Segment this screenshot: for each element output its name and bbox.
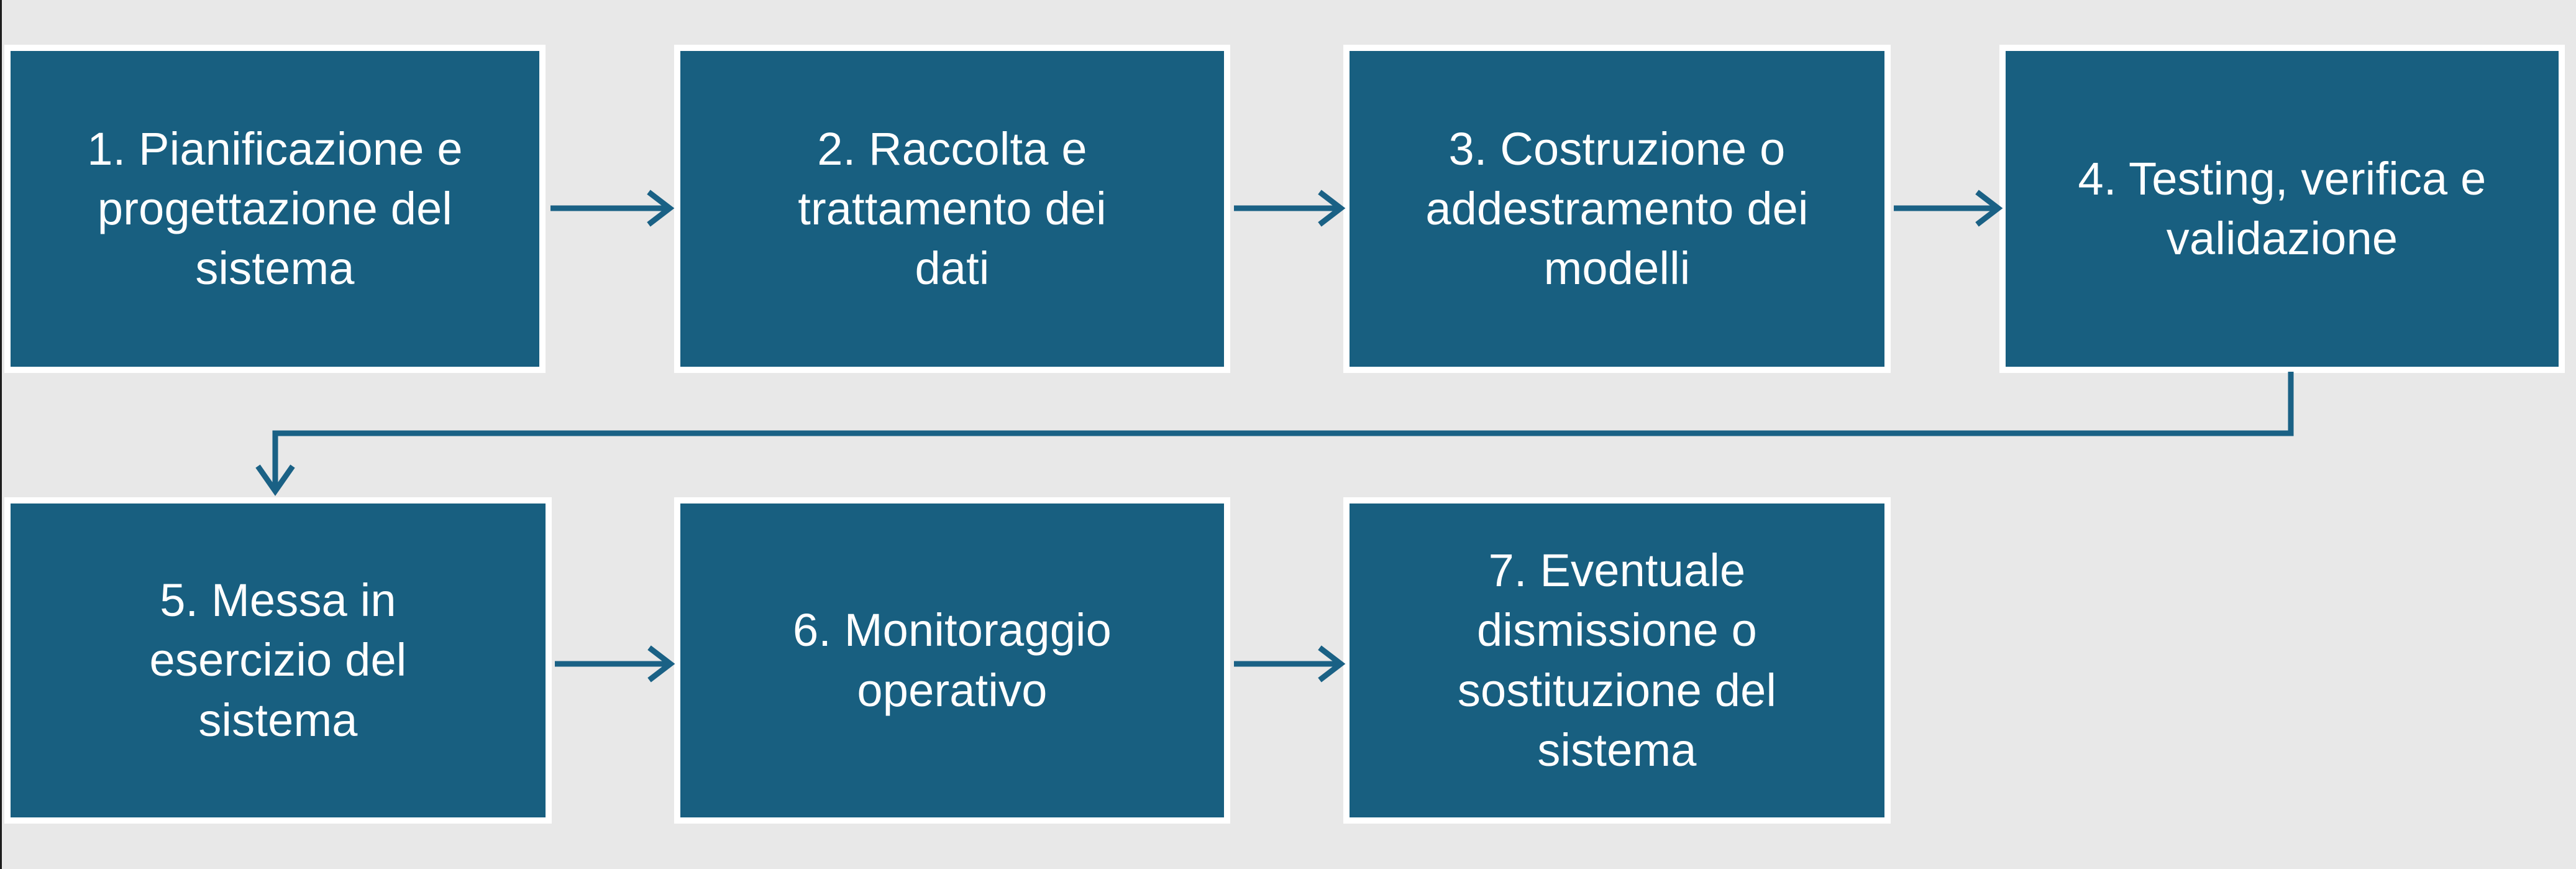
process-node-step-3[interactable]: 3. Costruzione o addestramento dei model… (1343, 45, 1891, 373)
process-node-step-2[interactable]: 2. Raccolta e trattamento dei dati (674, 45, 1230, 373)
process-node-step-5[interactable]: 5. Messa in esercizio del sistema (4, 497, 552, 824)
process-node-step-6[interactable]: 6. Monitoraggio operativo (674, 497, 1230, 824)
process-node-step-4[interactable]: 4. Testing, verifica e validazione (1999, 45, 2565, 373)
connector-arrow-6-to-7 (1234, 636, 1346, 692)
connector-arrow-5-to-6 (555, 636, 675, 692)
process-node-label: 6. Monitoraggio operativo (792, 604, 1112, 716)
process-node-label: 3. Costruzione o addestramento dei model… (1425, 122, 1809, 295)
process-node-step-1[interactable]: 1. Pianificazione e progettazione del si… (4, 45, 546, 373)
connector-arrow-2-to-3 (1234, 180, 1346, 236)
slide-left-edge (0, 0, 2, 869)
connector-arrow-1-to-2 (550, 180, 675, 236)
connector-arrow-4-to-5 (242, 367, 2305, 503)
process-node-label: 1. Pianificazione e progettazione del si… (87, 122, 463, 295)
connector-arrow-3-to-4 (1894, 180, 2003, 236)
process-node-step-7[interactable]: 7. Eventuale dismissione o sostituzione … (1343, 497, 1891, 824)
process-node-label: 5. Messa in esercizio del sistema (149, 574, 407, 746)
process-node-label: 4. Testing, verifica e validazione (2078, 152, 2487, 264)
process-node-label: 2. Raccolta e trattamento dei dati (798, 122, 1107, 295)
process-node-label: 7. Eventuale dismissione o sostituzione … (1457, 545, 1777, 776)
